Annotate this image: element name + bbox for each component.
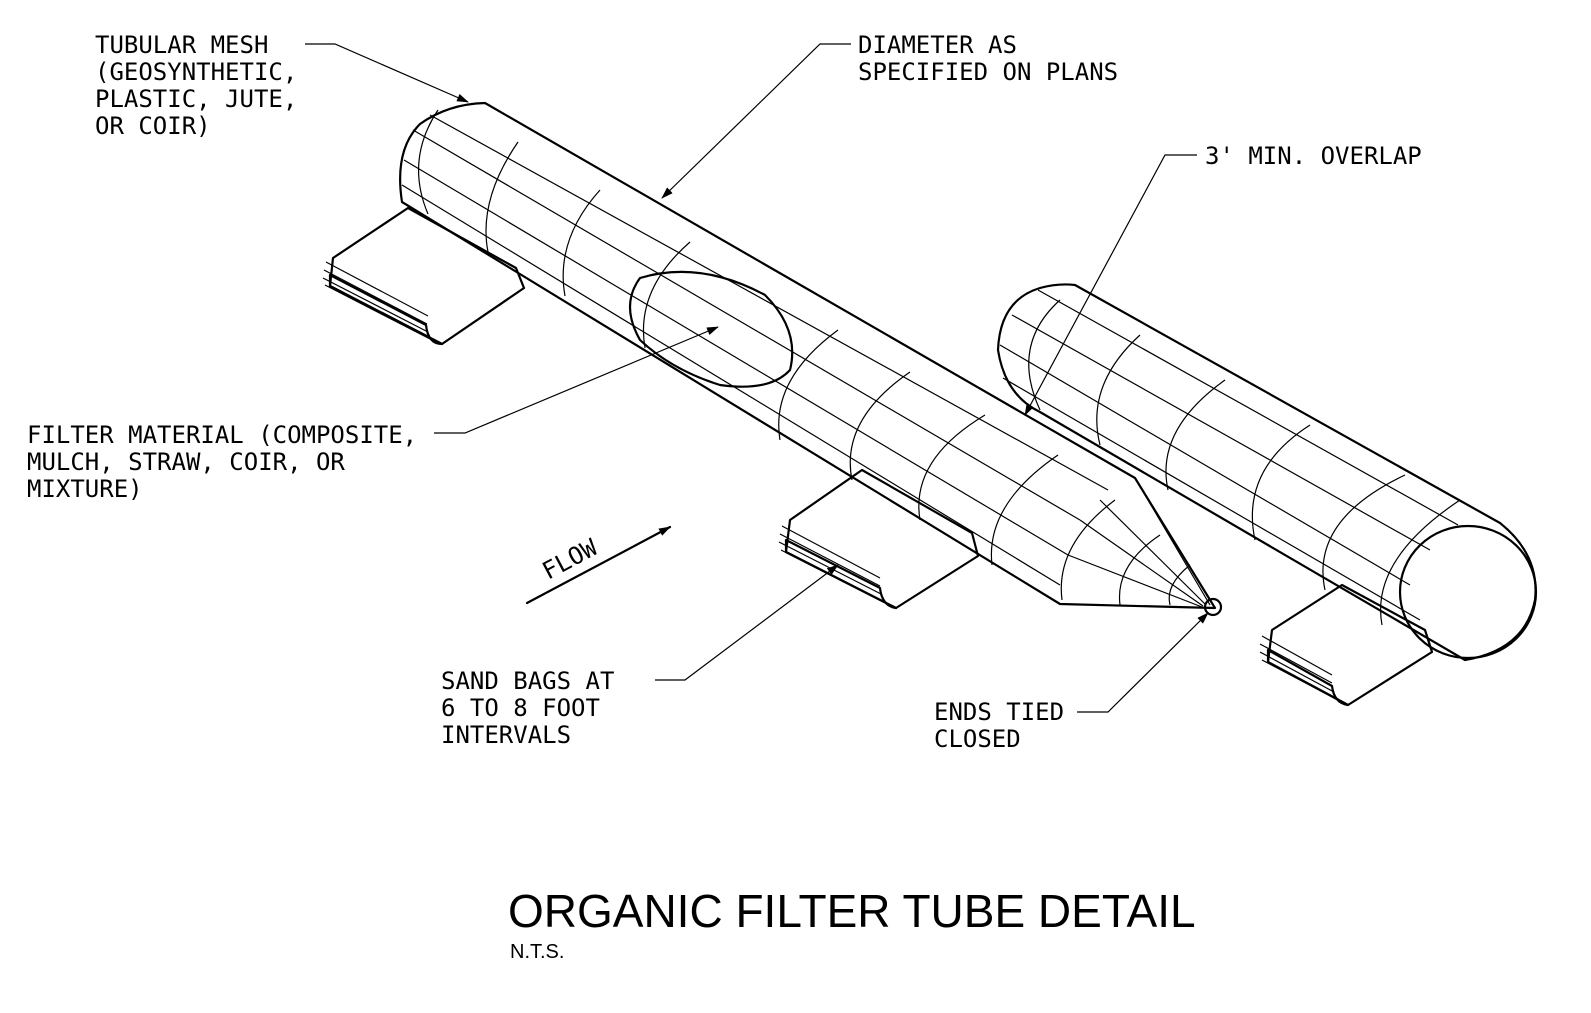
diagram-title: ORGANIC FILTER TUBE DETAIL	[508, 885, 1196, 937]
long-filter-tube	[399, 101, 1223, 617]
sand-bag-left	[322, 206, 526, 346]
sand-bag-right	[1259, 583, 1434, 707]
label-filter-material: FILTER MATERIAL (COMPOSITE, MULCH, STRAW…	[27, 421, 432, 503]
leader-lines	[305, 43, 1209, 713]
flow-arrow	[525, 525, 672, 605]
sand-bag-middle	[778, 468, 980, 610]
overlap-filter-tube	[996, 283, 1538, 662]
label-overlap: 3' MIN. OVERLAP	[1205, 142, 1422, 170]
diagram-scale-note: N.T.S.	[510, 941, 564, 963]
label-diameter: DIAMETER AS SPECIFIED ON PLANS	[858, 31, 1118, 86]
label-tubular-mesh: TUBULAR MESH (GEOSYNTHETIC, PLASTIC, JUT…	[95, 31, 312, 140]
label-ends-tied: ENDS TIED CLOSED	[934, 698, 1079, 753]
label-flow: FLOW	[538, 533, 603, 585]
label-sand-bags: SAND BAGS AT 6 TO 8 FOOT INTERVALS	[441, 667, 629, 749]
